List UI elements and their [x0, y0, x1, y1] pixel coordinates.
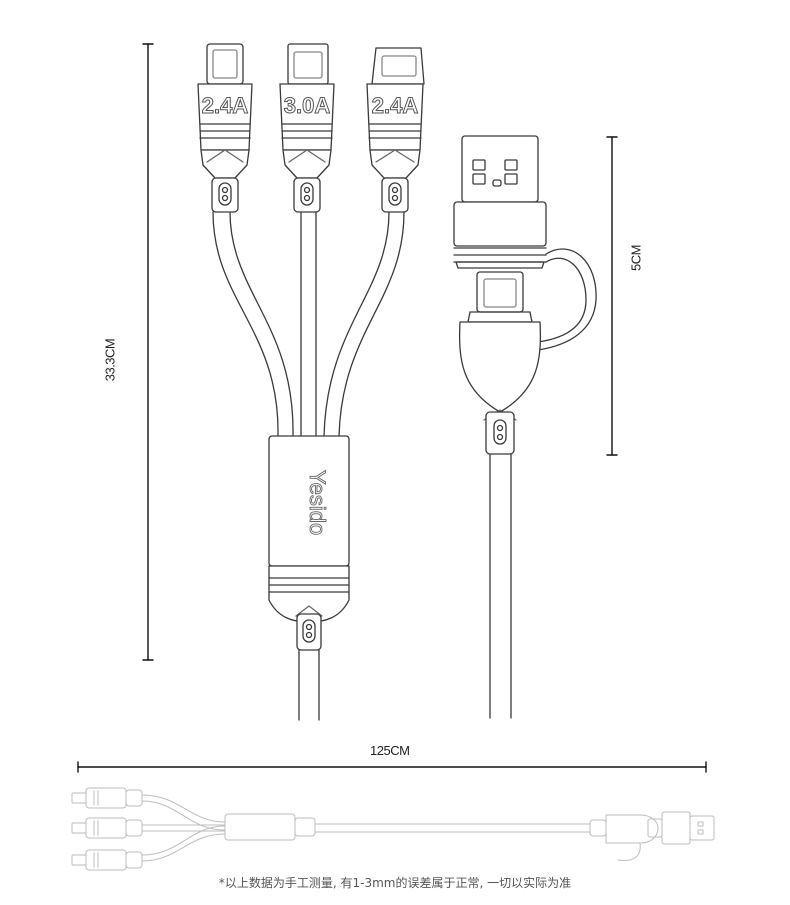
length-dimension-label: 125CM [370, 743, 410, 758]
type-c-rating-label: 3.0A [284, 93, 331, 118]
full-cable-preview [71, 787, 715, 871]
usb-a-adapter [453, 135, 597, 719]
branch-cables [212, 211, 405, 437]
rating-labels: 2.4A 3.0A 2.4A [201, 93, 419, 119]
length-dimension-line [77, 761, 707, 773]
measurement-footnote: *以上数据为手工测量, 有1-3mm的误差属于正常, 一切以实际为准 [218, 876, 572, 890]
lightning-connector [197, 43, 253, 213]
splitter-housing [268, 435, 350, 721]
height-dimension-label: 33.3CM [102, 338, 118, 382]
micro-usb-connector [366, 47, 425, 213]
brand-logo: Yesido [305, 470, 330, 535]
micro-usb-rating-label: 2.4A [372, 93, 419, 118]
adapter-dimension-line [606, 136, 618, 456]
lightning-rating-label: 2.4A [202, 93, 249, 118]
type-c-connector [279, 43, 335, 213]
adapter-dimension-label: 5CM [628, 245, 644, 271]
height-dimension-line [142, 43, 154, 661]
